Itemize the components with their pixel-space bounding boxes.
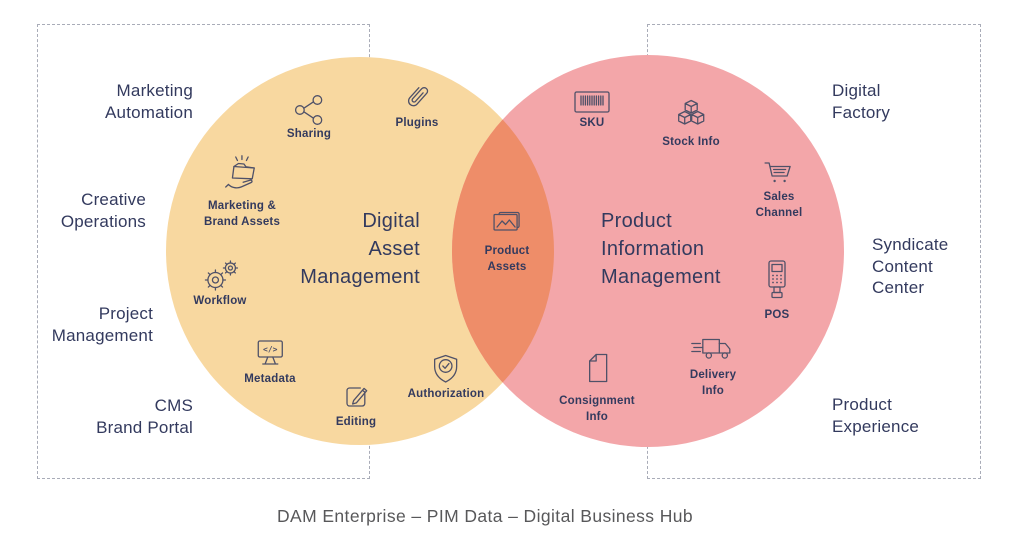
item-label: Stock Info bbox=[662, 135, 720, 151]
label-line: Metadata bbox=[244, 373, 296, 385]
truck-icon bbox=[691, 338, 731, 359]
label-line: POS bbox=[764, 309, 790, 321]
label-creative-operations: Creative Operations bbox=[61, 189, 146, 232]
pim-title: Product Information Management bbox=[601, 207, 721, 291]
barcode-icon bbox=[574, 91, 610, 113]
label-syndicate-content-center: Syndicate Content Center bbox=[872, 234, 948, 299]
pos-terminal-icon bbox=[768, 260, 786, 299]
label-line: Brand Assets bbox=[203, 215, 281, 228]
pencil-box-icon bbox=[346, 387, 368, 407]
label-line: Management bbox=[51, 325, 153, 345]
dam-title: Digital Asset Management bbox=[300, 207, 420, 291]
document-icon bbox=[588, 353, 608, 383]
dam-item-plugins: Plugins bbox=[396, 80, 439, 132]
gears-icon bbox=[204, 260, 238, 291]
share-icon bbox=[295, 95, 323, 125]
pim-item-sku: SKU bbox=[572, 89, 612, 132]
pim-title-line1: Product bbox=[601, 210, 673, 232]
label-line: Content bbox=[872, 256, 933, 276]
code-monitor-icon: </> bbox=[257, 340, 283, 365]
dam-item-marketing-brand-assets: Marketing & Brand Assets bbox=[204, 152, 280, 230]
label-line: SKU bbox=[579, 117, 605, 129]
dam-item-sharing: Sharing bbox=[287, 91, 331, 143]
dam-title-line1: Digital bbox=[362, 210, 420, 232]
pim-item-stock-info: Stock Info bbox=[662, 97, 720, 151]
image-stack-icon bbox=[493, 211, 521, 231]
label-cms-brand-portal: CMS Brand Portal bbox=[96, 395, 193, 438]
item-label: Editing bbox=[336, 415, 376, 431]
cart-icon bbox=[764, 162, 792, 183]
pim-item-pos: POS bbox=[764, 258, 790, 324]
pim-circle bbox=[452, 55, 844, 447]
label-line: Delivery bbox=[689, 369, 737, 381]
pim-item-consignment-info: Consignment Info bbox=[559, 351, 635, 425]
cubes-icon bbox=[677, 99, 705, 125]
label-line: Sales bbox=[763, 191, 795, 203]
label-line: Operations bbox=[60, 211, 146, 231]
label-line: Channel bbox=[755, 206, 803, 219]
item-label: Marketing & Brand Assets bbox=[204, 199, 280, 230]
label-line: Marketing & bbox=[207, 200, 277, 212]
dam-title-line3: Management bbox=[300, 266, 420, 288]
label-line: Editing bbox=[335, 416, 377, 428]
item-label: Metadata bbox=[244, 372, 295, 388]
label-line: Factory bbox=[832, 102, 891, 122]
item-label: Sharing bbox=[287, 127, 331, 143]
label-line: Info bbox=[702, 384, 724, 397]
item-label: SKU bbox=[572, 116, 612, 132]
label-line: Workflow bbox=[193, 295, 247, 307]
dam-item-metadata: </> Metadata bbox=[244, 336, 296, 388]
label-line: Plugins bbox=[395, 117, 439, 129]
label-digital-factory: Digital Factory bbox=[832, 80, 890, 123]
dam-title-line2: Asset bbox=[368, 238, 420, 260]
label-line: Consignment bbox=[559, 395, 635, 407]
label-line: CMS bbox=[154, 396, 193, 415]
label-line: Product bbox=[484, 245, 530, 257]
label-product-experience: Product Experience bbox=[832, 394, 919, 437]
dam-item-workflow: Workflow bbox=[193, 255, 246, 310]
label-line: Automation bbox=[105, 102, 193, 122]
hand-folder-icon bbox=[225, 155, 255, 189]
item-label: Consignment Info bbox=[559, 394, 635, 425]
label-line: Digital bbox=[832, 81, 881, 100]
item-label: Sales Channel bbox=[756, 190, 803, 221]
label-line: Syndicate bbox=[872, 235, 949, 254]
item-label: POS bbox=[764, 308, 790, 324]
pim-item-sales-channel: Sales Channel bbox=[756, 157, 803, 221]
pim-item-delivery-info: Delivery Info bbox=[690, 334, 736, 399]
label-marketing-automation: Marketing Automation bbox=[105, 80, 193, 123]
dam-circle bbox=[166, 57, 554, 445]
label-line: Info bbox=[586, 410, 608, 423]
dam-item-authorization: Authorization bbox=[408, 352, 485, 403]
svg-text:</>: </> bbox=[263, 345, 278, 354]
pim-title-line2: Information bbox=[601, 238, 705, 260]
label-project-management: Project Management bbox=[52, 303, 153, 346]
label-line: Project bbox=[98, 304, 153, 323]
item-label: Workflow bbox=[193, 294, 246, 310]
label-line: Assets bbox=[487, 260, 527, 273]
label-line: Stock Info bbox=[662, 136, 720, 148]
label-line: Marketing bbox=[116, 81, 193, 100]
label-line: Authorization bbox=[407, 388, 485, 400]
label-line: Creative bbox=[81, 190, 146, 209]
item-label: Authorization bbox=[408, 387, 485, 403]
pim-title-line3: Management bbox=[601, 266, 721, 288]
item-label: Plugins bbox=[396, 116, 439, 132]
paperclip-icon bbox=[408, 87, 429, 107]
item-label: Product Assets bbox=[485, 244, 530, 275]
label-line: Experience bbox=[832, 416, 920, 436]
label-line: Brand Portal bbox=[96, 417, 193, 437]
dam-item-editing: Editing bbox=[336, 382, 376, 431]
label-line: Center bbox=[872, 278, 925, 297]
label-line: Sharing bbox=[286, 128, 332, 140]
item-label: Delivery Info bbox=[690, 368, 736, 399]
label-line: Product bbox=[832, 395, 892, 414]
shield-check-icon bbox=[434, 354, 458, 383]
overlap-item-product-assets: Product Assets bbox=[485, 208, 530, 275]
diagram-caption: DAM Enterprise – PIM Data – Digital Busi… bbox=[277, 506, 694, 526]
